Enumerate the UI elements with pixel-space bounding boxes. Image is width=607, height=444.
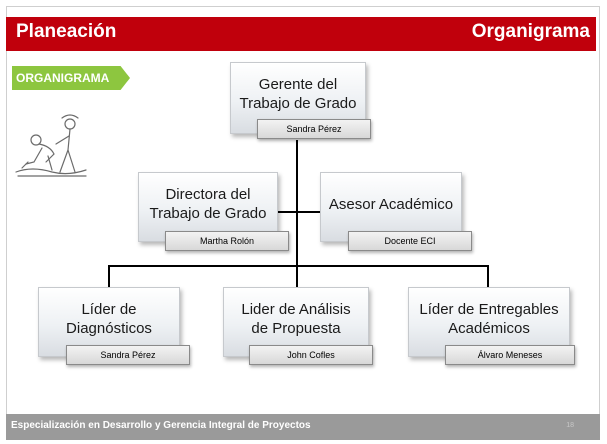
node-title: Lider de Análisis de Propuesta: [241, 301, 351, 337]
footer-bar: Especialización en Desarrollo y Gerencia…: [6, 414, 600, 440]
node-person-label: Sandra Pérez: [257, 119, 371, 139]
org-node-diagnosticos: Líder de Diagnósticos: [38, 287, 180, 357]
connector-right-drop: [487, 265, 489, 287]
node-person-label: John Cofles: [249, 345, 373, 365]
node-title: Líder de Diagnósticos: [66, 301, 152, 337]
node-person-label: Martha Rolón: [165, 231, 289, 251]
connector-mid-drop: [296, 265, 298, 287]
node-title: Asesor Académico: [328, 196, 454, 213]
people-helping-clipart-icon: [15, 114, 87, 177]
section-title: Planeación: [16, 21, 117, 42]
org-node-analisis: Lider de Análisis de Propuesta: [223, 287, 369, 357]
org-node-directora: Directora del Trabajo de Grado: [138, 172, 278, 242]
connector-trunk: [296, 140, 298, 266]
page-number: 18: [566, 422, 574, 429]
node-person-label: Álvaro Meneses: [445, 345, 575, 365]
node-person-label: Docente ECI: [348, 231, 472, 251]
connector-level3: [108, 265, 488, 267]
node-person-label: Sandra Pérez: [66, 345, 190, 365]
connector-level2: [278, 211, 322, 213]
node-title: Gerente del Trabajo de Grado: [239, 76, 357, 112]
org-node-asesor: Asesor Académico: [320, 172, 462, 242]
connector-left-drop: [108, 265, 110, 287]
section-tag: ORGANIGRAMA: [12, 66, 130, 90]
node-title: Directora del Trabajo de Grado: [149, 186, 267, 222]
footer-text: Especialización en Desarrollo y Gerencia…: [11, 420, 311, 431]
node-title: Líder de Entregables Académicos: [419, 301, 559, 337]
page-title: Organigrama: [471, 21, 590, 42]
header-bar: Planeación Organigrama: [6, 17, 596, 51]
